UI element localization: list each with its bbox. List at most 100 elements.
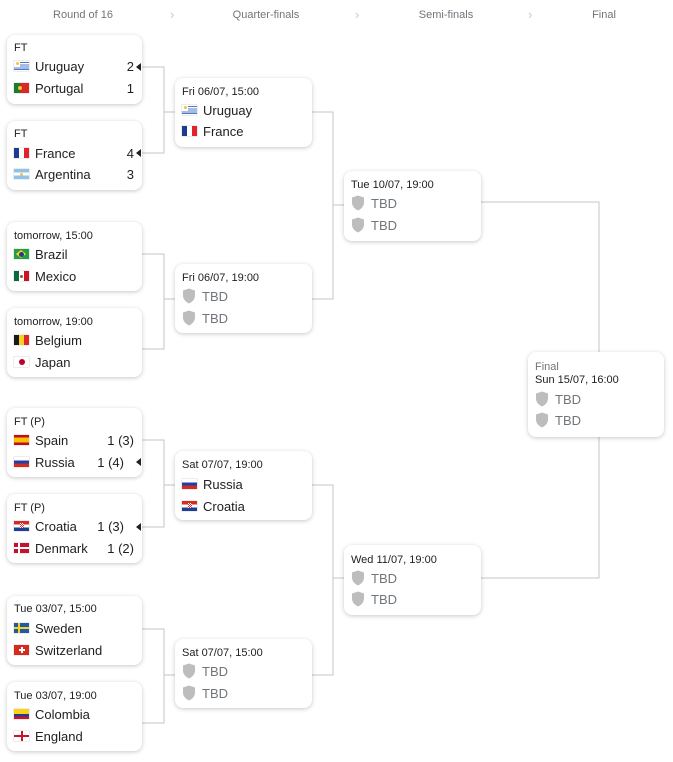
team-row: Spain 1 (3) xyxy=(14,431,134,449)
shield-icon xyxy=(536,391,548,407)
match-status: FT xyxy=(14,42,28,54)
argentina-flag-icon xyxy=(14,169,29,179)
team-row: Croatia xyxy=(182,497,304,515)
match-card-final[interactable]: Final Sun 15/07, 16:00 TBD TBD xyxy=(528,352,664,437)
team-row: Argentina 3 xyxy=(14,165,134,183)
match-card-r16-5[interactable]: FT (P) Spain 1 (3) Russia 1 (4) xyxy=(7,408,142,477)
team-name: Uruguay xyxy=(203,102,253,118)
brazil-flag-icon xyxy=(14,249,29,259)
team-row: Brazil xyxy=(14,245,134,263)
team-score: 1 (2) xyxy=(107,540,134,556)
team-name: TBD xyxy=(555,391,581,407)
team-row: TBD xyxy=(182,287,304,305)
colombia-flag-icon xyxy=(14,709,29,719)
match-status: Fri 06/07, 19:00 xyxy=(182,272,260,284)
team-score: 3 xyxy=(126,166,134,182)
team-name: Argentina xyxy=(35,166,91,182)
match-status: Tue 10/07, 19:00 xyxy=(351,179,434,191)
team-row: Sweden xyxy=(14,619,134,637)
match-card-qf-3[interactable]: Sat 07/07, 19:00 Russia Croatia xyxy=(175,451,312,520)
winner-indicator-icon xyxy=(136,149,141,157)
shield-icon xyxy=(352,195,364,211)
match-card-qf-4[interactable]: Sat 07/07, 15:00 TBD TBD xyxy=(175,639,312,708)
match-card-r16-4[interactable]: tomorrow, 19:00 Belgium Japan xyxy=(7,308,142,377)
team-row: TBD xyxy=(351,569,473,587)
team-row: Mexico xyxy=(14,267,134,285)
mexico-flag-icon xyxy=(14,271,29,281)
team-name: Russia xyxy=(35,454,75,470)
shield-icon xyxy=(183,685,195,701)
match-card-r16-1[interactable]: FT Uruguay 2 Portugal 1 xyxy=(7,35,142,104)
match-status: FT xyxy=(14,128,28,140)
portugal-flag-icon xyxy=(14,83,29,93)
japan-flag-icon xyxy=(14,357,29,367)
team-name: Uruguay xyxy=(35,58,85,74)
match-status: tomorrow, 15:00 xyxy=(14,230,93,242)
team-name: Sweden xyxy=(35,620,82,636)
match-status: Wed 11/07, 19:00 xyxy=(351,554,437,566)
team-name: Croatia xyxy=(35,518,77,534)
match-card-r16-8[interactable]: Tue 03/07, 19:00 Colombia England xyxy=(7,682,142,751)
team-score: 1 xyxy=(126,80,134,96)
match-status: FT (P) xyxy=(14,502,45,514)
match-card-r16-7[interactable]: Tue 03/07, 15:00 Sweden Switzerland xyxy=(7,596,142,665)
team-row: Portugal 1 xyxy=(14,79,134,97)
winner-indicator-icon xyxy=(136,523,141,531)
match-status: Sat 07/07, 15:00 xyxy=(182,647,263,659)
croatia-flag-icon xyxy=(182,501,197,511)
team-row: Uruguay xyxy=(182,101,304,119)
team-name: France xyxy=(203,123,244,139)
match-status: Tue 03/07, 19:00 xyxy=(14,690,97,702)
team-score: 4 xyxy=(126,145,134,161)
team-name: Belgium xyxy=(35,332,82,348)
france-flag-icon xyxy=(182,126,197,136)
header-quarter-finals[interactable]: Quarter-finals xyxy=(232,9,300,21)
match-status: Tue 03/07, 15:00 xyxy=(14,603,97,615)
match-status: tomorrow, 19:00 xyxy=(14,316,93,328)
match-card-r16-2[interactable]: FT France 4 Argentina 3 xyxy=(7,121,142,190)
france-flag-icon xyxy=(14,148,29,158)
team-name: Russia xyxy=(203,476,243,492)
team-name: Croatia xyxy=(203,498,245,514)
chevron-right-icon: › xyxy=(528,7,533,22)
team-row: TBD xyxy=(351,194,473,212)
team-name: Denmark xyxy=(35,540,88,556)
team-row: France xyxy=(182,122,304,140)
team-name: England xyxy=(35,728,83,744)
team-name: Mexico xyxy=(35,268,77,284)
shield-icon xyxy=(352,570,364,586)
match-card-r16-3[interactable]: tomorrow, 15:00 Brazil Mexico xyxy=(7,222,142,291)
team-name: TBD xyxy=(202,310,228,326)
header-round-of-16[interactable]: Round of 16 xyxy=(53,9,113,21)
header-final[interactable]: Final xyxy=(592,9,616,21)
shield-icon xyxy=(352,591,364,607)
team-name: TBD xyxy=(202,288,228,304)
team-row: TBD xyxy=(351,216,473,234)
team-name: Portugal xyxy=(35,80,84,96)
match-card-sf-2[interactable]: Wed 11/07, 19:00 TBD TBD xyxy=(344,545,481,615)
match-card-qf-2[interactable]: Fri 06/07, 19:00 TBD TBD xyxy=(175,264,312,333)
shield-icon xyxy=(352,217,364,233)
team-row: Croatia 1 (3) xyxy=(14,517,134,535)
team-name: TBD xyxy=(202,685,228,701)
croatia-flag-icon xyxy=(14,521,29,531)
shield-icon xyxy=(183,310,195,326)
team-name: TBD xyxy=(371,217,397,233)
shield-icon xyxy=(183,663,195,679)
switzerland-flag-icon xyxy=(14,645,29,655)
team-name: Spain xyxy=(35,432,69,448)
team-score: 1 (3) xyxy=(97,518,124,534)
shield-icon xyxy=(183,288,195,304)
header-semi-finals[interactable]: Semi-finals xyxy=(418,9,474,21)
match-card-sf-1[interactable]: Tue 10/07, 19:00 TBD TBD xyxy=(344,171,481,241)
team-name: TBD xyxy=(371,195,397,211)
team-name: France xyxy=(35,145,76,161)
match-card-qf-1[interactable]: Fri 06/07, 15:00 Uruguay France xyxy=(175,78,312,147)
team-row: Russia xyxy=(182,475,304,493)
team-score: 1 (3) xyxy=(107,432,134,448)
match-card-r16-6[interactable]: FT (P) Croatia 1 (3) Denmark 1 (2) xyxy=(7,494,142,563)
team-name: TBD xyxy=(371,591,397,607)
belgium-flag-icon xyxy=(14,335,29,345)
team-row: TBD xyxy=(535,390,656,408)
